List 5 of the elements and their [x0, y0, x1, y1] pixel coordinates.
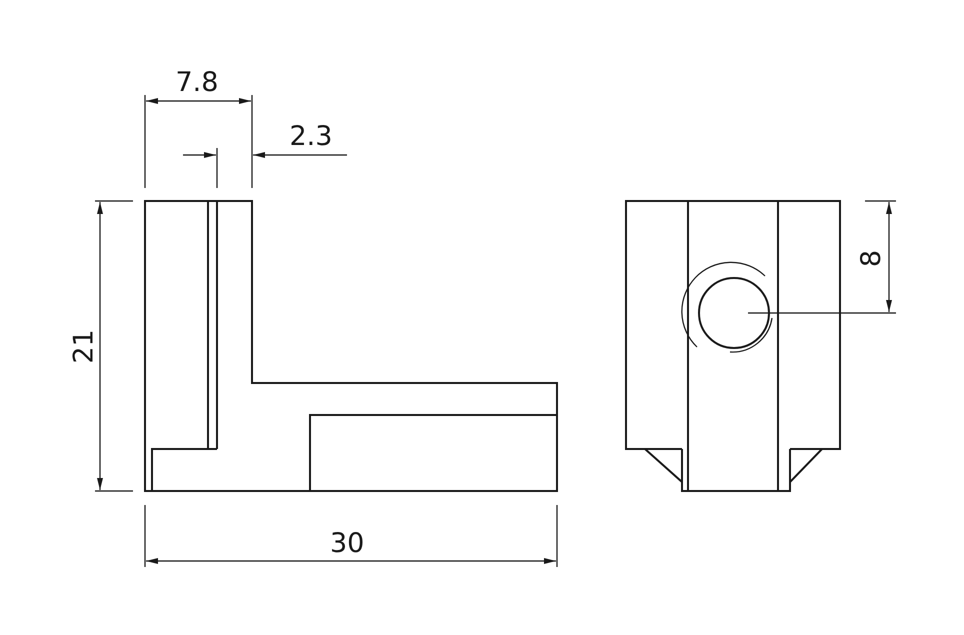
dimension-label: 8 — [858, 249, 885, 267]
dimension-label: 21 — [70, 328, 98, 364]
dimension-label: 2.3 — [290, 122, 332, 150]
dimension-label: 7.8 — [176, 68, 218, 96]
dimension-label: 30 — [330, 530, 364, 556]
